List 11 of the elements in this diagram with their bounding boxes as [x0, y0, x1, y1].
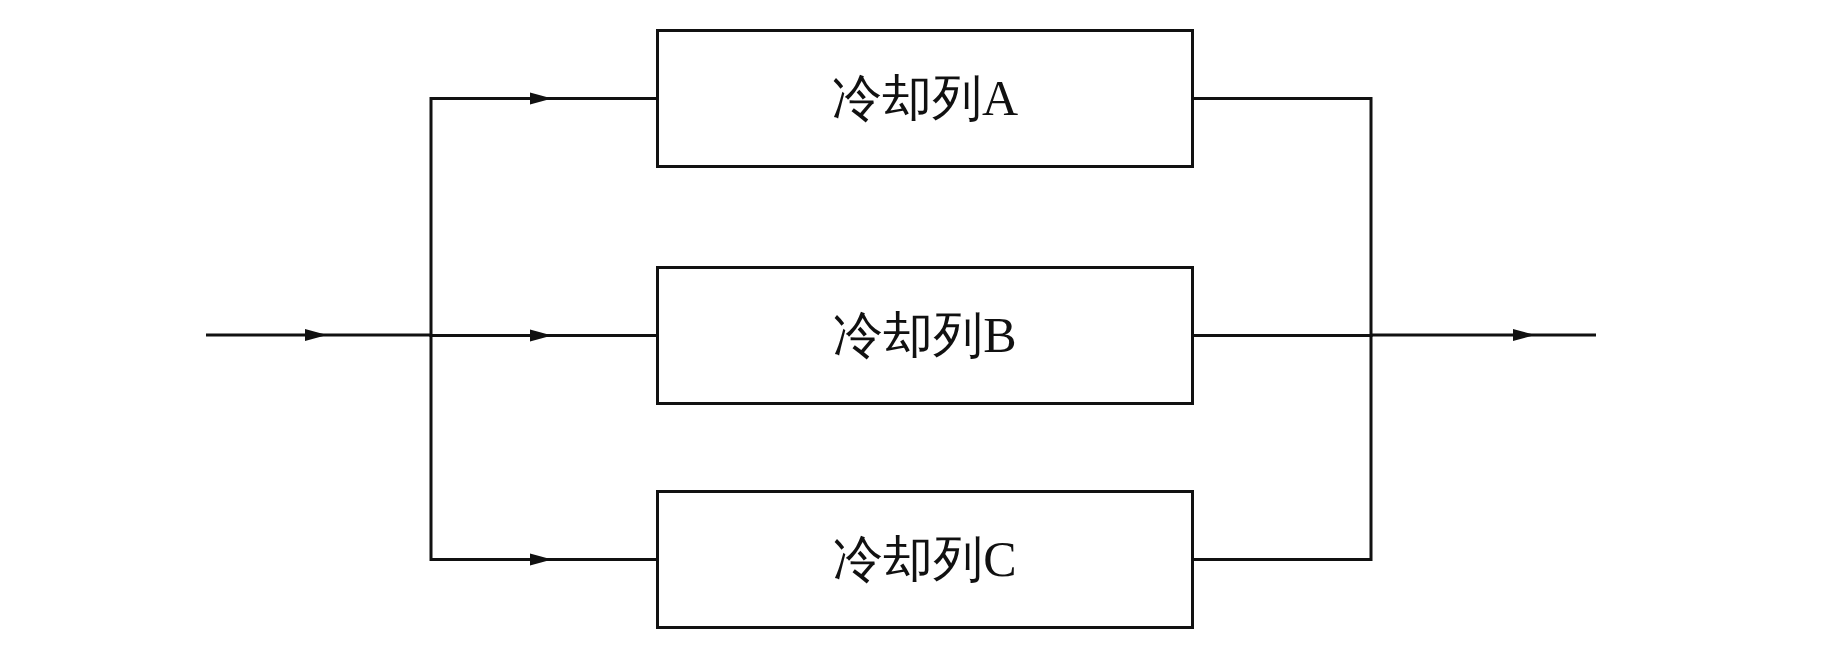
arrow	[429, 92, 656, 335]
process-box: 冷却列A	[656, 29, 1194, 168]
arrow	[206, 329, 431, 341]
process-box: 冷却列B	[656, 266, 1194, 405]
connector-line	[1194, 335, 1373, 561]
arrow	[429, 329, 656, 342]
connector-line	[1194, 97, 1373, 335]
process-box: 冷却列C	[656, 490, 1194, 629]
connector-line	[1194, 333, 1373, 337]
arrow	[429, 335, 656, 566]
arrow	[1371, 329, 1596, 341]
